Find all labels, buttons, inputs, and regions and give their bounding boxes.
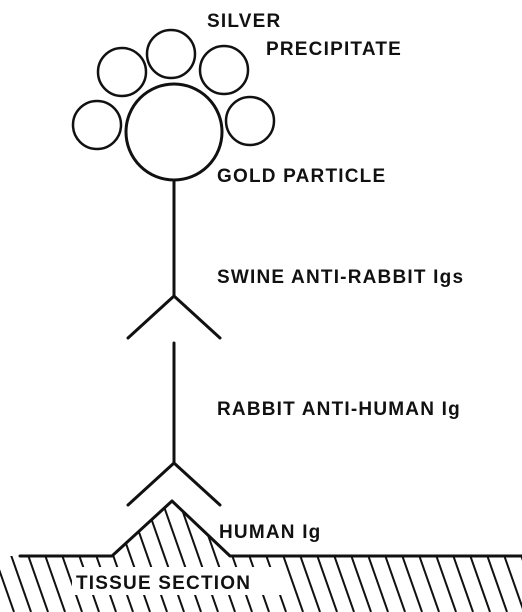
silver-particle bbox=[200, 46, 248, 94]
tissue-section-label: TISSUE SECTION bbox=[76, 573, 251, 594]
silver-precipitate bbox=[73, 30, 274, 149]
gold-particle-label: GOLD PARTICLE bbox=[217, 166, 386, 187]
gold-particle bbox=[126, 84, 222, 180]
rabbit-anti-human-antibody bbox=[128, 343, 220, 505]
tissue-hatch-line bbox=[0, 498, 14, 612]
silver-particle bbox=[147, 30, 195, 78]
swine-antibody-label: SWINE ANTI-RABBIT Igs bbox=[217, 267, 464, 288]
silver-label-line1: SILVER bbox=[207, 11, 281, 32]
silver-particle bbox=[98, 48, 146, 96]
rabbit-antibody-label: RABBIT ANTI-HUMAN Ig bbox=[217, 399, 461, 420]
swine-anti-rabbit-antibody bbox=[128, 180, 220, 338]
silver-particle bbox=[226, 97, 274, 145]
silver-particle bbox=[73, 101, 121, 149]
silver-label-line2: PRECIPITATE bbox=[266, 39, 402, 60]
human-ig-label: HUMAN Ig bbox=[219, 522, 321, 543]
